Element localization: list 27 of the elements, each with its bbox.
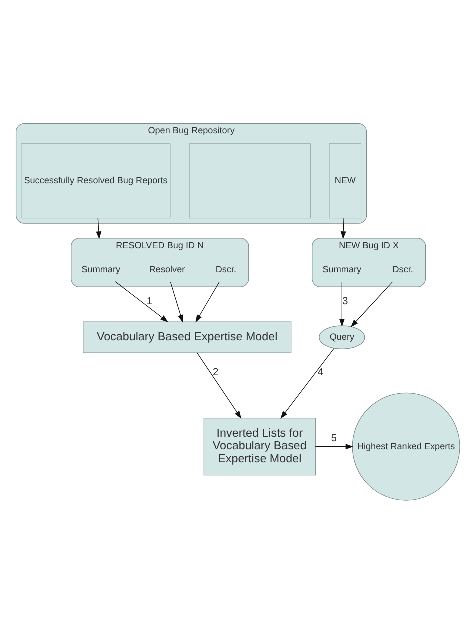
arrow	[96, 218, 102, 240]
edge-label: 1	[146, 296, 153, 308]
arrow	[280, 348, 335, 419]
edge-label: 4	[318, 368, 324, 379]
arrow	[315, 444, 354, 450]
node-box	[189, 144, 311, 219]
arrow	[170, 282, 184, 323]
edge-label: 2	[212, 368, 219, 379]
arrow	[339, 282, 345, 327]
node-text: Dscr.	[216, 264, 237, 275]
node-text: Summary	[82, 264, 121, 275]
node-box: Vocabulary Based Expertise Model	[83, 322, 292, 354]
node-box: NEW	[329, 144, 362, 219]
arrow	[350, 282, 394, 328]
arrow	[340, 218, 346, 240]
node-box: Successfully Resolved Bug Reports	[21, 144, 171, 219]
arrow	[115, 282, 168, 322]
node-circle: Highest Ranked Experts	[352, 392, 460, 501]
arrow	[196, 282, 220, 323]
node-text: Resolver	[149, 264, 186, 275]
node-ellipse: Query	[319, 326, 366, 350]
edge-label: 5	[331, 434, 338, 445]
edge-label: 3	[342, 296, 348, 308]
node-box: Inverted Lists for Vocabulary Based Expertise Model	[204, 418, 316, 476]
node-text: Dscr.	[392, 264, 414, 275]
node-text: Summary	[322, 264, 362, 275]
arrow	[197, 352, 242, 419]
